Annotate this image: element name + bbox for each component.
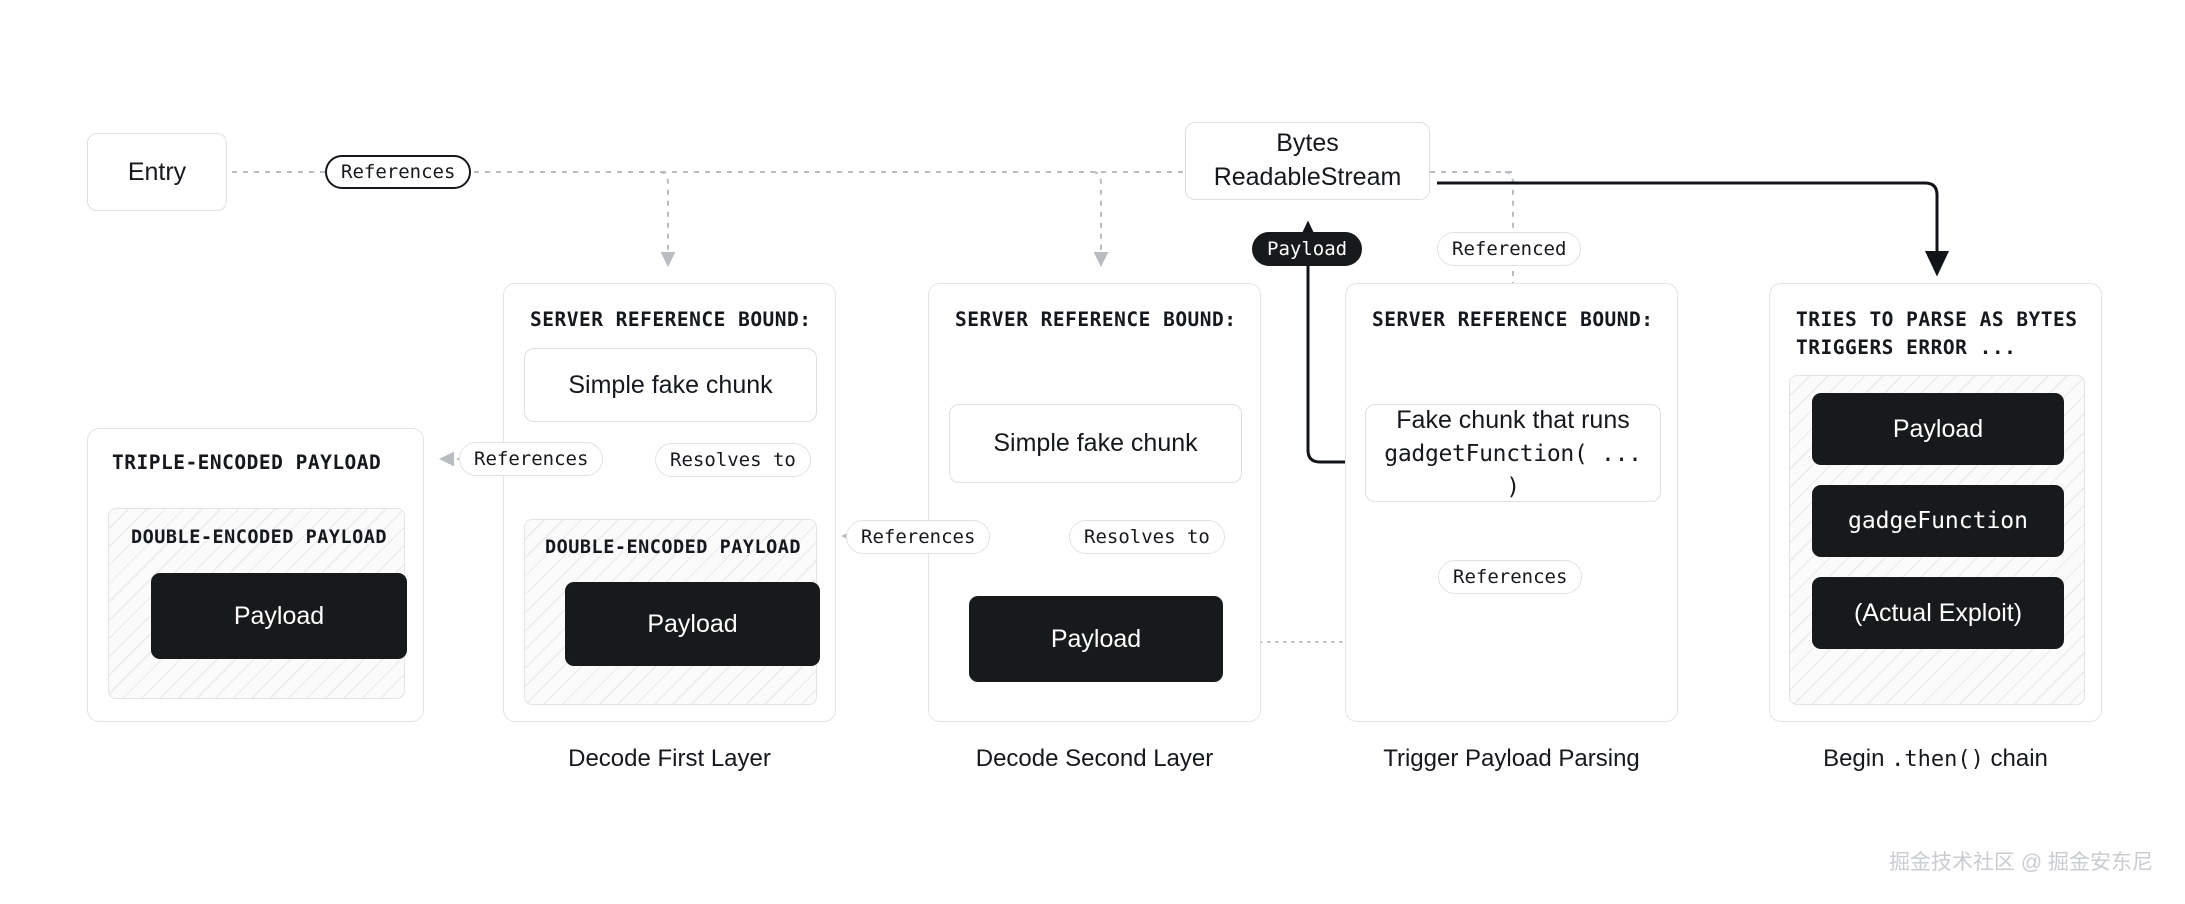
exploit-hatch-box: Payload gadgeFunction (Actual Exploit): [1789, 375, 2085, 705]
caption-decode-second-layer: Decode Second Layer: [975, 745, 1214, 772]
edge-label-text: Payload: [1267, 238, 1348, 260]
edge-label-col4-references[interactable]: References: [1438, 560, 1583, 594]
payload-block-label: Payload: [233, 601, 325, 630]
caption-suffix: chain: [1983, 745, 2048, 772]
payload-block-label: Payload: [1050, 624, 1142, 653]
column-begin-then-chain: TRIES TO PARSE AS BYTES TRIGGERS ERROR .…: [1769, 283, 2102, 722]
payload-block[interactable]: Payload: [969, 596, 1223, 682]
edge-label-entry-references[interactable]: References: [325, 155, 472, 189]
fake-chunk-gadget-box[interactable]: Fake chunk that runs gadgetFunction( ...…: [1365, 404, 1661, 502]
chunk-line-2: gadgetFunction( ... ): [1384, 441, 1642, 500]
column-decode-second-layer: SERVER REFERENCE BOUND: Simple fake chun…: [928, 283, 1261, 722]
edge-label-stream-payload[interactable]: Payload: [1252, 232, 1363, 266]
edge-label-text: Resolves to: [1084, 526, 1210, 548]
caption-prefix: Begin: [1823, 745, 1892, 772]
payload-block-label: Payload: [647, 609, 738, 638]
double-encoded-hatch-box: DOUBLE-ENCODED PAYLOAD Payload: [524, 519, 820, 705]
entry-label: Entry: [127, 157, 187, 186]
chunk-label: Simple fake chunk: [993, 429, 1198, 458]
edge-label-text: References: [861, 526, 976, 548]
edge-label-stream-referenced[interactable]: Referenced: [1437, 232, 1582, 266]
column-triple-encoded-payload: TRIPLE-ENCODED PAYLOAD DOUBLE-ENCODED PA…: [87, 428, 424, 722]
bytes-readablestream-node[interactable]: Bytes ReadableStream: [1185, 122, 1430, 200]
caption-trigger-payload-parsing: Trigger Payload Parsing: [1383, 745, 1640, 772]
edge-label-text: Resolves to: [670, 449, 796, 471]
column-trigger-payload-parsing: SERVER REFERENCE BOUND: Fake chunk that …: [1345, 283, 1678, 722]
edge-label-col2-resolves-to[interactable]: Resolves to: [655, 443, 811, 477]
edge-label-col3-resolves-to[interactable]: Resolves to: [1069, 520, 1225, 554]
edge-label-col2-references[interactable]: References: [846, 520, 991, 554]
simple-fake-chunk-box[interactable]: Simple fake chunk: [949, 404, 1242, 483]
caption-decode-first-layer: Decode First Layer: [568, 745, 771, 772]
double-encoded-hatch-box: DOUBLE-ENCODED PAYLOAD Payload: [108, 508, 407, 699]
column-title: SERVER REFERENCE BOUND:: [530, 308, 812, 331]
column-title: SERVER REFERENCE BOUND:: [1372, 308, 1654, 331]
payload-block[interactable]: Payload: [565, 582, 820, 666]
payload-block[interactable]: Payload: [1812, 393, 2064, 465]
actual-exploit-block[interactable]: (Actual Exploit): [1812, 577, 2064, 649]
double-encoded-title: DOUBLE-ENCODED PAYLOAD: [131, 527, 388, 548]
edge-label-text: References: [341, 161, 456, 183]
simple-fake-chunk-box[interactable]: Simple fake chunk: [524, 348, 817, 422]
watermark: 掘金技术社区 @ 掘金安东尼: [1889, 851, 2153, 874]
actual-exploit-label: (Actual Exploit): [1853, 598, 2023, 627]
stream-line-1: Bytes: [1276, 129, 1339, 158]
chunk-line-1: Fake chunk that runs: [1396, 405, 1630, 434]
gadgefunction-block[interactable]: gadgeFunction: [1812, 485, 2064, 557]
entry-node[interactable]: Entry: [87, 133, 227, 211]
payload-block-label: Payload: [1892, 414, 1984, 443]
column-decode-first-layer: SERVER REFERENCE BOUND: Simple fake chun…: [503, 283, 836, 722]
chunk-label: Simple fake chunk: [568, 370, 773, 399]
caption-begin-then-chain: Begin .then() chain: [1769, 745, 2102, 773]
triple-encoded-title: TRIPLE-ENCODED PAYLOAD: [112, 451, 382, 474]
stream-line-2: ReadableStream: [1213, 163, 1402, 191]
column-title: SERVER REFERENCE BOUND:: [955, 308, 1237, 331]
payload-block[interactable]: Payload: [151, 573, 407, 659]
column-title: TRIES TO PARSE AS BYTES TRIGGERS ERROR .…: [1796, 308, 2078, 360]
gadgefunction-label: gadgeFunction: [1847, 508, 2028, 534]
edge-label-text: References: [474, 448, 589, 470]
caption-mono: .then(): [1891, 747, 1984, 772]
edge-label-text: Referenced: [1452, 238, 1567, 260]
edge-label-text: References: [1453, 566, 1568, 588]
double-encoded-title: DOUBLE-ENCODED PAYLOAD: [545, 537, 802, 558]
edge-label-col1-references[interactable]: References: [459, 442, 604, 476]
